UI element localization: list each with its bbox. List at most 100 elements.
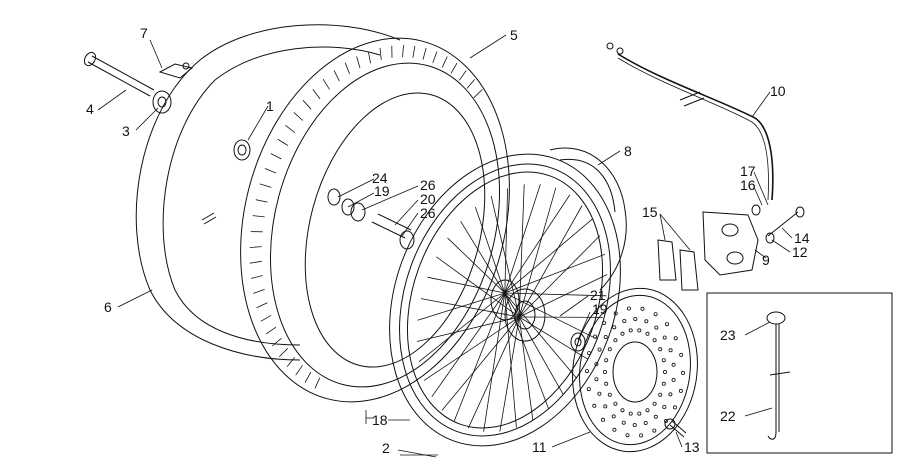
disc-hole xyxy=(679,352,684,357)
callout-23: 23 xyxy=(720,327,736,343)
callout-22: 22 xyxy=(720,408,736,424)
disc-hole xyxy=(597,347,602,352)
tread-mark xyxy=(249,260,262,264)
tread-mark xyxy=(458,70,467,81)
valve-stem xyxy=(201,212,217,225)
bearings-spacer xyxy=(327,188,415,250)
spoke xyxy=(504,218,593,294)
disc-hole xyxy=(601,417,606,422)
brake-caliper xyxy=(657,204,805,291)
tread-mark xyxy=(285,124,296,133)
tread-mark xyxy=(256,302,268,309)
disc-hole xyxy=(658,392,663,397)
spoke xyxy=(504,292,517,428)
callout-7: 7 xyxy=(140,25,148,41)
disc-hole xyxy=(637,328,642,333)
disc-hole xyxy=(645,408,650,413)
tread-mark xyxy=(466,79,476,89)
callout-2: 2 xyxy=(382,440,390,456)
disc-hole xyxy=(597,391,602,396)
spoke xyxy=(504,292,549,410)
spoke xyxy=(483,292,506,432)
callout-8: 8 xyxy=(624,143,632,159)
callout-26-upper: 26 xyxy=(420,177,436,193)
spoke xyxy=(447,237,506,294)
tread-mark xyxy=(286,357,296,367)
tread-mark xyxy=(270,153,282,160)
callout-1: 1 xyxy=(266,98,274,114)
spoke xyxy=(499,316,520,432)
disc-hole xyxy=(613,338,618,343)
disc-hole xyxy=(586,387,591,392)
tread-mark xyxy=(302,100,312,110)
disc-hole xyxy=(632,422,637,427)
disc-hole xyxy=(613,401,618,406)
spoke xyxy=(467,316,520,429)
callout-13: 13 xyxy=(684,439,700,455)
tread-mark xyxy=(473,89,483,99)
callout-18: 18 xyxy=(372,412,388,428)
disc-hole xyxy=(620,331,625,336)
callout-15: 15 xyxy=(642,204,658,220)
tread-mark xyxy=(293,112,303,121)
disc-hole xyxy=(628,328,633,333)
spoke xyxy=(518,316,534,420)
disc-hole xyxy=(673,336,678,341)
tread-mark xyxy=(450,62,458,74)
spoke xyxy=(421,298,520,318)
tread-mark xyxy=(295,365,303,376)
disc-hole xyxy=(603,334,608,339)
tread-mark xyxy=(277,138,289,146)
tread-mark xyxy=(333,70,340,82)
disc-hole xyxy=(652,338,657,343)
callout-20: 20 xyxy=(420,191,436,207)
callout-19-lower: 19 xyxy=(592,301,608,317)
callout-10: 10 xyxy=(770,83,786,99)
disc-hole xyxy=(621,420,626,425)
disc-hole xyxy=(654,325,659,330)
disc-hole xyxy=(607,392,612,397)
brake-disc xyxy=(572,287,698,453)
sensor-bracket xyxy=(158,62,194,79)
callout-19-upper: 19 xyxy=(374,183,390,199)
disc-hole xyxy=(603,369,608,374)
spoke xyxy=(416,316,520,342)
tread-mark xyxy=(322,78,330,90)
tread-mark xyxy=(312,88,321,100)
tread-mark xyxy=(271,337,282,347)
tread-mark xyxy=(249,246,262,248)
tread-mark xyxy=(255,199,268,203)
disc-hole xyxy=(652,401,657,406)
spoke xyxy=(518,205,583,318)
disc-hole xyxy=(604,381,609,386)
disc-hole xyxy=(671,377,676,382)
disc-hole xyxy=(662,335,667,340)
disc-hole xyxy=(661,381,666,386)
tread-mark xyxy=(304,371,312,383)
disc-hole xyxy=(622,318,627,323)
callout-5: 5 xyxy=(510,27,518,43)
disc-hole xyxy=(585,369,590,374)
spoke xyxy=(490,196,520,318)
tread-mark xyxy=(260,314,272,322)
spoke xyxy=(504,188,508,294)
disc-hole xyxy=(592,403,597,408)
disc-hole xyxy=(628,411,633,416)
tread-mark xyxy=(259,183,272,188)
disc-hole xyxy=(662,404,667,409)
tread-mark xyxy=(356,56,361,69)
disc-hole xyxy=(643,420,648,425)
spoke xyxy=(518,187,557,318)
disc-hole xyxy=(602,320,607,325)
spoke xyxy=(518,235,601,318)
disc-hole xyxy=(633,316,638,321)
disc-hole xyxy=(639,433,644,438)
spoke xyxy=(504,184,541,294)
spoke xyxy=(518,316,564,395)
disc-hole xyxy=(668,392,673,397)
callout-14: 14 xyxy=(794,230,810,246)
tread-mark xyxy=(402,45,404,58)
disc-hole xyxy=(620,408,625,413)
tread-mark xyxy=(264,168,277,174)
disc-hole xyxy=(663,369,668,374)
